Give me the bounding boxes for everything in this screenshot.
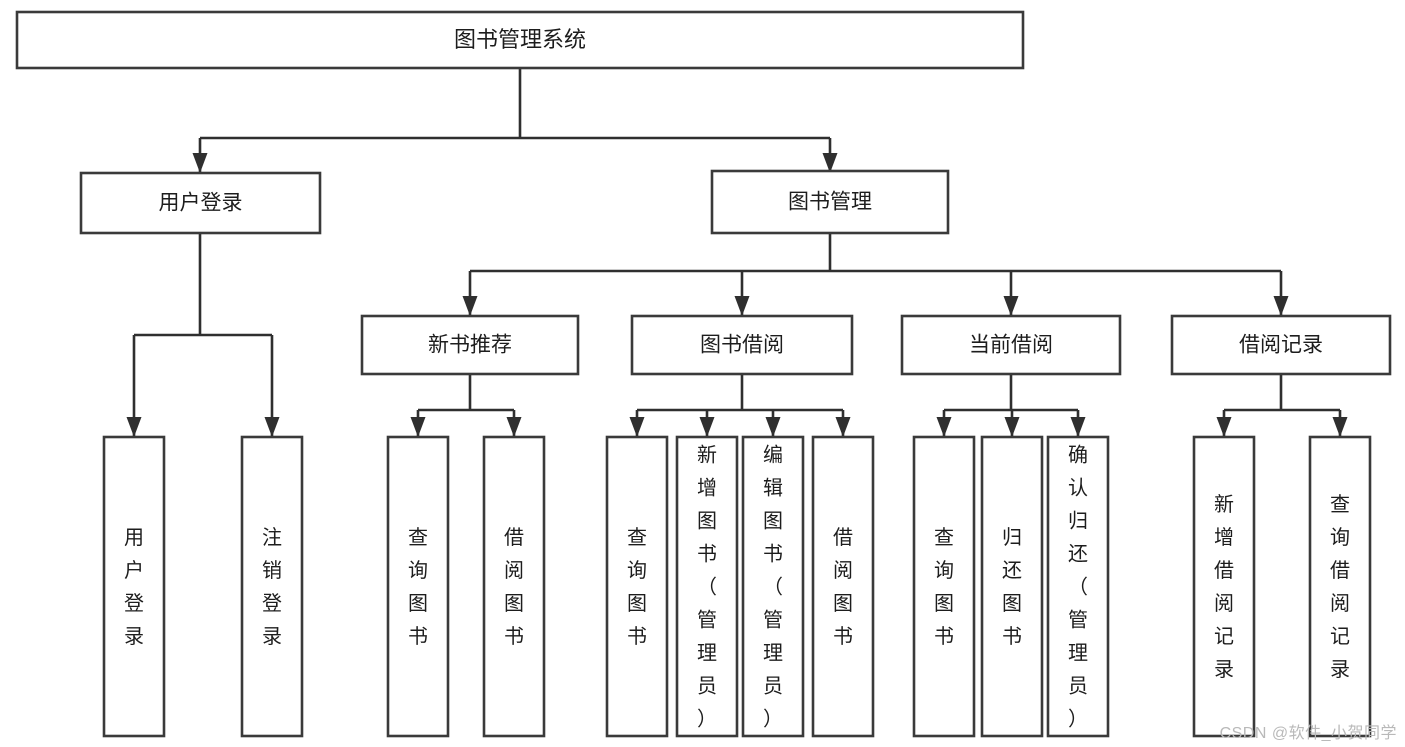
- arrow-head-icon: [1332, 417, 1348, 437]
- leaf-label: 查询图书: [408, 526, 428, 648]
- leaf-box[interactable]: [102, 435, 166, 738]
- arrow-head-icon: [1273, 296, 1289, 316]
- arrow-head-icon: [126, 417, 142, 437]
- submodule-node[interactable]: 当前借阅: [900, 314, 1122, 376]
- arrow-head-icon: [936, 417, 952, 437]
- leaf-node[interactable]: 借阅图书: [811, 435, 875, 738]
- leaf-label: 编辑图书（管理员）: [763, 444, 783, 731]
- arrow-head-icon: [192, 153, 208, 173]
- arrow-head-icon: [835, 417, 851, 437]
- leaf-box[interactable]: [1308, 435, 1372, 738]
- submodule-box[interactable]: [360, 314, 580, 376]
- module-node[interactable]: 用户登录: [79, 171, 322, 235]
- arrow-head-icon: [264, 417, 280, 437]
- submodule-label: 新书推荐: [428, 334, 512, 357]
- leaf-box[interactable]: [240, 435, 304, 738]
- leaf-label: 确认归还（管理员）: [1068, 444, 1088, 731]
- leaf-box[interactable]: [811, 435, 875, 738]
- leaf-label: 借阅图书: [833, 526, 853, 648]
- submodule-node[interactable]: 图书借阅: [630, 314, 854, 376]
- arrow-head-icon: [1004, 417, 1020, 437]
- connector-root-bus: [192, 68, 838, 173]
- leaf-box[interactable]: [1046, 435, 1110, 738]
- leaf-box[interactable]: [386, 435, 450, 738]
- submodule-box[interactable]: [1170, 314, 1392, 376]
- leaf-label: 新增图书（管理员）: [697, 444, 717, 731]
- arrow-head-icon: [1070, 417, 1086, 437]
- leaf-box[interactable]: [675, 435, 739, 738]
- leaf-node[interactable]: 查询借阅记录: [1308, 435, 1372, 738]
- submodule-node[interactable]: 新书推荐: [360, 314, 580, 376]
- arrow-head-icon: [462, 296, 478, 316]
- submodule-box[interactable]: [900, 314, 1122, 376]
- leaf-node[interactable]: 用户登录: [102, 435, 166, 738]
- connector-current-bus: [936, 374, 1086, 437]
- leaf-label: 新增借阅记录: [1214, 493, 1234, 681]
- leaf-box[interactable]: [741, 435, 805, 738]
- leaf-node[interactable]: 新增借阅记录: [1192, 435, 1256, 738]
- root-box[interactable]: [15, 10, 1025, 70]
- submodule-label: 当前借阅: [969, 334, 1053, 357]
- module-box[interactable]: [79, 171, 322, 235]
- leaf-label: 查询借阅记录: [1330, 493, 1350, 681]
- connector-login-bus: [126, 233, 280, 437]
- leaf-node[interactable]: 查询图书: [386, 435, 450, 738]
- module-label: 图书管理: [788, 191, 872, 214]
- submodule-label: 图书借阅: [700, 334, 784, 357]
- arrow-head-icon: [734, 296, 750, 316]
- leaf-node[interactable]: 归还图书: [980, 435, 1044, 738]
- connector-layer: [126, 68, 1348, 437]
- leaf-node[interactable]: 注销登录: [240, 435, 304, 738]
- arrow-head-icon: [1003, 296, 1019, 316]
- leaf-node[interactable]: 新增图书（管理员）: [675, 435, 739, 738]
- connector-newbook-bus: [410, 374, 522, 437]
- arrow-head-icon: [629, 417, 645, 437]
- leaf-label: 归还图书: [1002, 526, 1022, 648]
- connector-record-bus: [1216, 374, 1348, 437]
- leaf-node[interactable]: 查询图书: [912, 435, 976, 738]
- leaf-box[interactable]: [605, 435, 669, 738]
- leaf-label: 查询图书: [934, 526, 954, 648]
- root-node[interactable]: 图书管理系统: [15, 10, 1025, 70]
- submodule-box[interactable]: [630, 314, 854, 376]
- leaf-label: 查询图书: [627, 526, 647, 648]
- leaf-node[interactable]: 查询图书: [605, 435, 669, 738]
- module-box[interactable]: [710, 169, 950, 235]
- leaf-label: 用户登录: [124, 527, 144, 648]
- leaf-node[interactable]: 编辑图书（管理员）: [741, 435, 805, 738]
- leaf-label: 借阅图书: [504, 526, 524, 648]
- connector-books-bus: [462, 233, 1289, 316]
- arrow-head-icon: [1216, 417, 1232, 437]
- module-label: 用户登录: [159, 192, 243, 215]
- arrow-head-icon: [506, 417, 522, 437]
- arrow-head-icon: [822, 153, 838, 173]
- arrow-head-icon: [699, 417, 715, 437]
- leaf-box[interactable]: [1192, 435, 1256, 738]
- submodule-node[interactable]: 借阅记录: [1170, 314, 1392, 376]
- module-node[interactable]: 图书管理: [710, 169, 950, 235]
- connector-borrow-bus: [629, 374, 851, 437]
- leaf-box[interactable]: [482, 435, 546, 738]
- leaf-node[interactable]: 借阅图书: [482, 435, 546, 738]
- leaf-box[interactable]: [912, 435, 976, 738]
- leaf-label: 注销登录: [262, 526, 282, 648]
- watermark-label: CSDN @软件_小贺同学: [1219, 725, 1397, 742]
- submodule-label: 借阅记录: [1239, 334, 1323, 357]
- arrow-head-icon: [410, 417, 426, 437]
- leaf-box[interactable]: [980, 435, 1044, 738]
- leaf-node[interactable]: 确认归还（管理员）: [1046, 435, 1110, 738]
- root-label: 图书管理系统: [454, 27, 586, 52]
- arrow-head-icon: [765, 417, 781, 437]
- node-layer: 图书管理系统用户登录图书管理新书推荐图书借阅当前借阅借阅记录用户登录注销登录查询…: [15, 10, 1392, 738]
